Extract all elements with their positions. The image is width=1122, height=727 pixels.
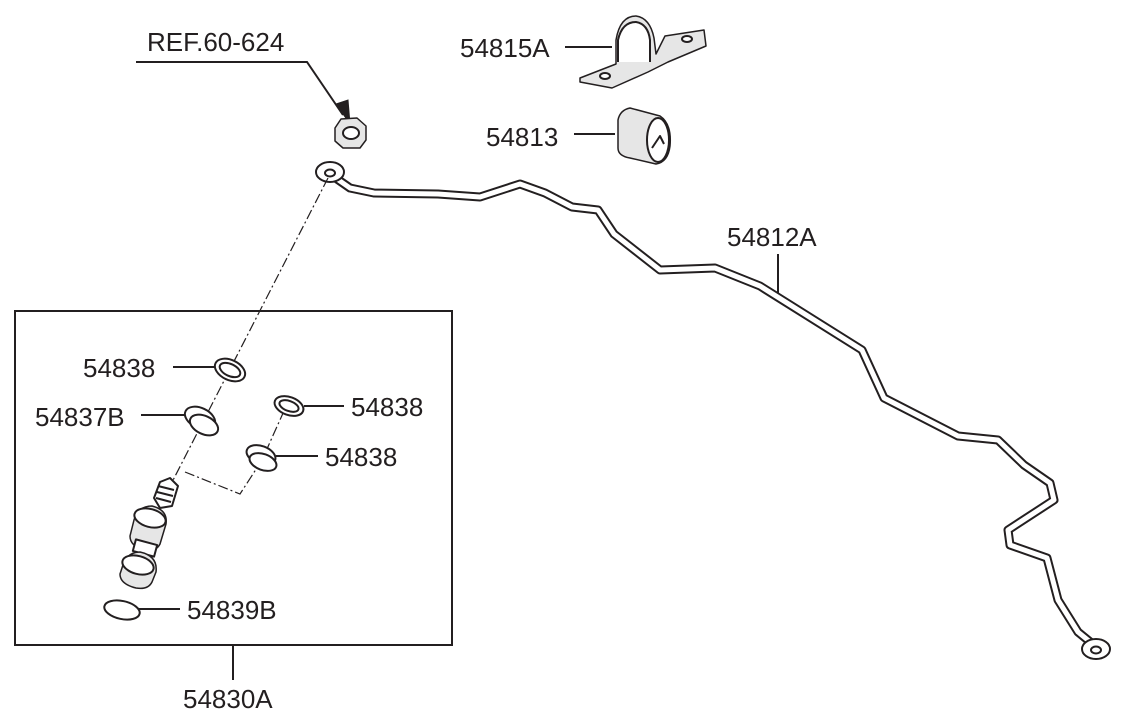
label-ring: 54839B	[187, 595, 277, 625]
label-washer-right-b: 54838	[325, 442, 397, 472]
washer-b-icon	[183, 405, 220, 437]
washer-right-a-icon	[273, 395, 305, 417]
label-link-assembly: 54830A	[183, 684, 273, 714]
washer-right-b-icon	[245, 444, 278, 472]
label-washer-right-a: 54838	[351, 392, 423, 422]
ring-icon	[103, 599, 141, 621]
label-washer-b: 54837B	[35, 402, 125, 432]
bar-end-eye-right	[1081, 638, 1111, 660]
stabilizer-link-icon	[119, 477, 179, 590]
centerline-link	[167, 177, 329, 491]
centerline-washers	[184, 401, 289, 495]
stabilizer-bar	[322, 167, 1105, 655]
stabilizer-bar-core	[324, 169, 1103, 653]
leader-ref	[136, 61, 344, 116]
label-bracket: 54815A	[460, 33, 550, 63]
bar-end-eye-left	[315, 161, 345, 183]
label-washer-top: 54838	[83, 353, 155, 383]
bushing-icon	[617, 107, 672, 165]
bracket-icon	[579, 15, 707, 89]
label-ref: REF.60-624	[147, 27, 284, 57]
washer-top-icon	[213, 357, 247, 383]
nut-icon	[334, 117, 367, 149]
label-stabilizer-bar: 54812A	[727, 222, 817, 252]
label-bushing: 54813	[486, 122, 558, 152]
